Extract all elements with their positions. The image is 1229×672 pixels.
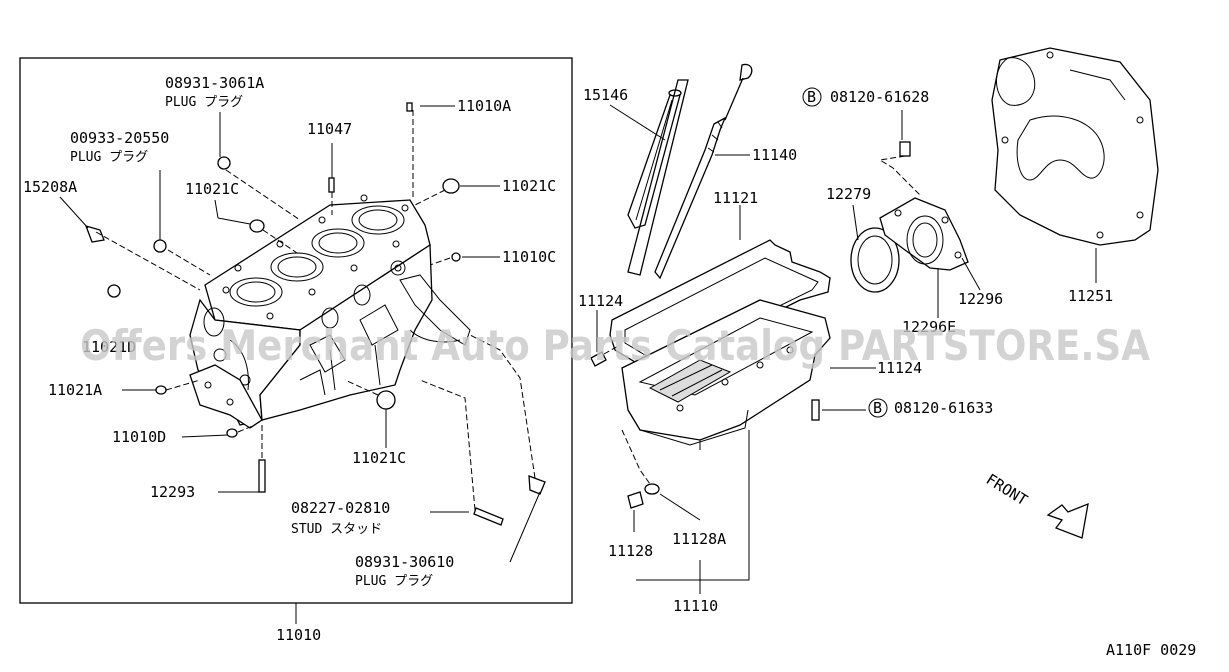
label-08227-02810[interactable]: 08227-02810 bbox=[291, 499, 390, 517]
label-08931-3061a[interactable]: 08931-3061A bbox=[165, 74, 264, 92]
label-11010[interactable]: 11010 bbox=[276, 626, 321, 644]
oil-pan-drawing bbox=[590, 239, 831, 509]
label-12296e[interactable]: 12296E bbox=[902, 318, 956, 336]
cylinder-block-drawing bbox=[189, 194, 471, 429]
label-11010d[interactable]: 11010D bbox=[112, 428, 166, 446]
label-11010c[interactable]: 11010C bbox=[502, 248, 556, 266]
label-11140[interactable]: 11140 bbox=[752, 146, 797, 164]
label-stud: STUD スタッド bbox=[291, 522, 382, 537]
label-12293[interactable]: 12293 bbox=[150, 483, 195, 501]
label-11110[interactable]: 11110 bbox=[673, 597, 718, 615]
label-12296[interactable]: 12296 bbox=[958, 290, 1003, 308]
block-leader-lines bbox=[59, 105, 541, 563]
bolt-marker-1: B bbox=[807, 88, 816, 106]
block-labels: 08931-3061A PLUG プラグ 00933-20550 PLUG プラ… bbox=[23, 74, 556, 644]
label-08120-61628[interactable]: 08120-61628 bbox=[830, 88, 929, 106]
dipstick-leaders: 15146 11140 bbox=[583, 86, 797, 164]
rear-oil-seal-leaders: B 08120-61628 12279 12296 12296E B 08120… bbox=[802, 87, 1003, 418]
label-11021c-c[interactable]: 11021C bbox=[352, 449, 406, 467]
watermark: Offers Merchant Auto Parts Catalog PARTS… bbox=[80, 321, 1150, 370]
label-15208a[interactable]: 15208A bbox=[23, 178, 77, 196]
label-12279[interactable]: 12279 bbox=[826, 185, 871, 203]
front-arrow-icon bbox=[1046, 502, 1089, 539]
label-08931-30610[interactable]: 08931-30610 bbox=[355, 553, 454, 571]
rear-plate-leaders: 11251 bbox=[1068, 248, 1113, 305]
front-label: FRONT bbox=[983, 470, 1031, 509]
label-11021a[interactable]: 11021A bbox=[48, 381, 102, 399]
label-11021c-a[interactable]: 11021C bbox=[185, 180, 239, 198]
label-11021c-b[interactable]: 11021C bbox=[502, 177, 556, 195]
front-direction-indicator: FRONT bbox=[983, 470, 1089, 539]
oil-pan-leaders: 11121 11124 11124 11128 11128A 11110 bbox=[578, 189, 922, 615]
block-small-parts bbox=[84, 102, 546, 526]
label-11010a[interactable]: 11010A bbox=[457, 97, 511, 115]
label-15146[interactable]: 15146 bbox=[583, 86, 628, 104]
label-11047[interactable]: 11047 bbox=[307, 120, 352, 138]
dipstick-drawing bbox=[627, 63, 753, 280]
label-11021d[interactable]: 11021D bbox=[82, 338, 136, 356]
label-11121[interactable]: 11121 bbox=[713, 189, 758, 207]
label-11124-a[interactable]: 11124 bbox=[578, 292, 623, 310]
rear-oil-seal-drawing bbox=[850, 141, 969, 293]
label-11128[interactable]: 11128 bbox=[608, 542, 653, 560]
bolt-marker-2: B bbox=[873, 399, 882, 417]
label-plug-1: PLUG プラグ bbox=[165, 95, 243, 110]
label-11128a[interactable]: 11128A bbox=[672, 530, 726, 548]
label-00933-20550[interactable]: 00933-20550 bbox=[70, 129, 169, 147]
label-plug-3: PLUG プラグ bbox=[355, 574, 433, 589]
label-11124-b[interactable]: 11124 bbox=[877, 359, 922, 377]
label-plug-2: PLUG プラグ bbox=[70, 150, 148, 165]
label-08120-61633[interactable]: 08120-61633 bbox=[894, 399, 993, 417]
diagram-code: A110F 0029 bbox=[1106, 641, 1196, 659]
rear-plate-drawing bbox=[991, 47, 1159, 246]
label-11251[interactable]: 11251 bbox=[1068, 287, 1113, 305]
